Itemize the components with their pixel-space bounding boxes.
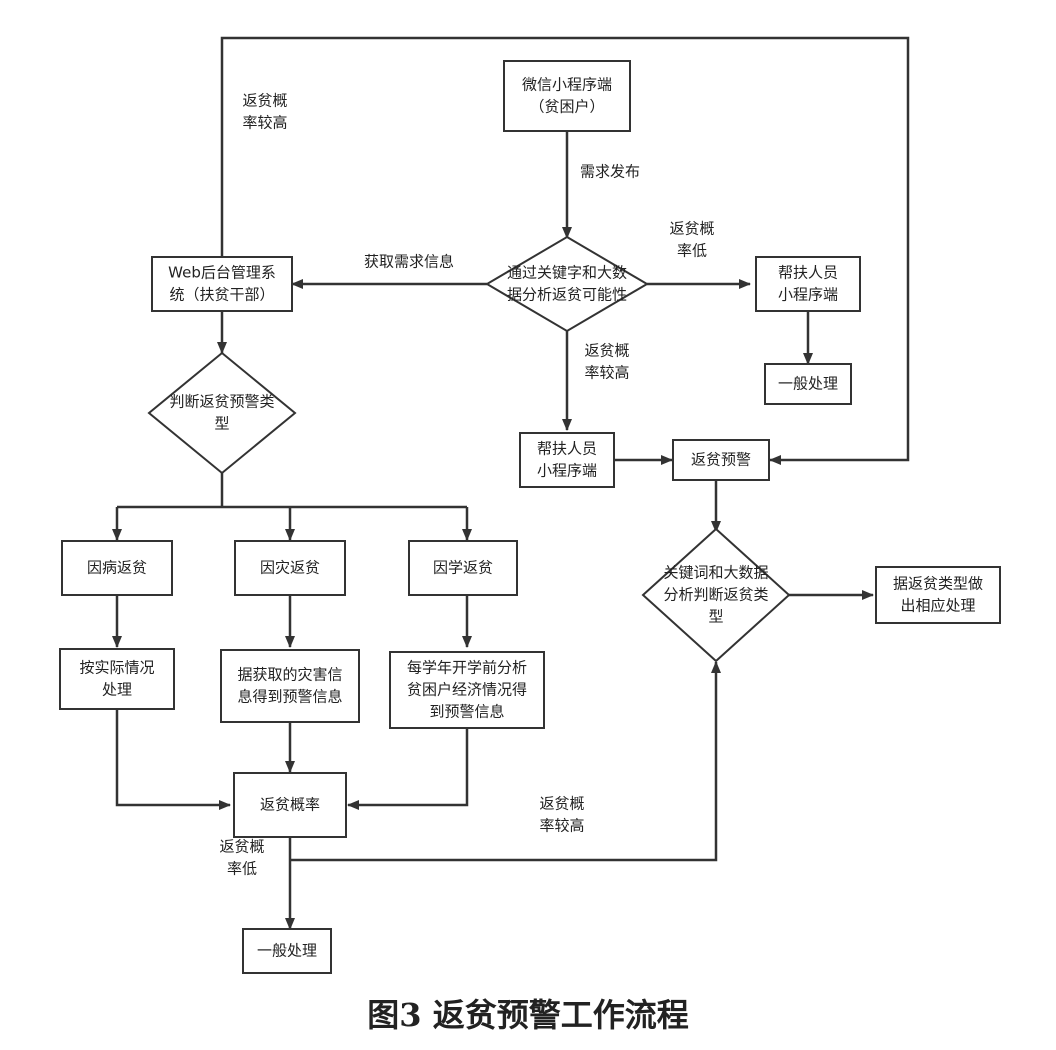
- node-general-bottom-label: 一般处理: [257, 942, 317, 960]
- node-helper-app-mid-box: [519, 432, 615, 488]
- node-disaster-info-label: 据获取的灾害信息得到预警信息: [237, 666, 342, 706]
- node-bigdata-decision-diamond: [641, 527, 791, 663]
- node-web-backend-box: [151, 256, 293, 312]
- node-analyze-decision-label: 通过关键字和大数据分析返贫可能性: [507, 264, 627, 304]
- node-semester-box: [389, 651, 545, 729]
- node-handle-by-type-label: 据返贫类型做出相应处理: [893, 575, 983, 615]
- node-helper-app-right-label: 帮扶人员小程序端: [778, 264, 838, 304]
- node-analyze-decision-diamond: [485, 235, 649, 333]
- node-semester-label: 每学年开学前分析贫困户经济情况得到预警信息: [407, 659, 527, 721]
- node-warning-label: 返贫预警: [691, 451, 751, 469]
- node-general-right-box: [764, 363, 852, 405]
- node-judge-type-diamond: [147, 351, 297, 475]
- node-general-right-label: 一般处理: [778, 375, 838, 393]
- node-actual-box: [59, 648, 175, 710]
- node-web-backend-label: Web后台管理系统（扶贫干部）: [168, 264, 276, 304]
- node-study-label: 因学返贫: [433, 559, 493, 577]
- node-warning-box: [672, 439, 770, 481]
- node-probability-box: [233, 772, 347, 838]
- node-disaster-box: [234, 540, 346, 596]
- node-wechat-app-label: 微信小程序端（贫困户）: [522, 76, 612, 116]
- node-judge-type-label: 判断返贫预警类型: [169, 393, 274, 433]
- edge-label-publish: 需求发布: [580, 163, 640, 181]
- node-handle-by-type-box: [875, 566, 1001, 624]
- node-bigdata-decision-label: 关键词和大数据分析判断返贫类型: [663, 564, 768, 626]
- edge-semester-prob: [347, 728, 469, 810]
- edge-high-loop: [220, 36, 910, 465]
- edge-label-low-bottom: 返贫概率低: [219, 838, 264, 878]
- node-helper-app-right-box: [755, 256, 861, 312]
- node-disaster-label: 因灾返贫: [260, 559, 320, 577]
- node-study-box: [408, 540, 518, 596]
- node-helper-app-mid-label: 帮扶人员小程序端: [537, 440, 597, 480]
- edge-label-high-left: 返贫概率较高: [242, 92, 287, 132]
- edge-label-get-info: 获取需求信息: [364, 253, 454, 271]
- node-probability-label: 返贫概率: [260, 796, 320, 814]
- edge-high-bottom: [290, 661, 721, 862]
- node-illness-box: [61, 540, 173, 596]
- node-wechat-app-box: [503, 60, 631, 132]
- node-disaster-info-box: [220, 649, 360, 723]
- edge-label-high-bottom: 返贫概率较高: [539, 795, 584, 835]
- figure-caption: 图3 返贫预警工作流程: [367, 996, 689, 1034]
- edge-label-low-right: 返贫概率低: [669, 220, 714, 260]
- node-general-bottom-box: [242, 928, 332, 974]
- edge-label-high-mid: 返贫概率较高: [584, 342, 629, 382]
- edge-actual-prob: [115, 709, 231, 810]
- node-illness-label: 因病返贫: [87, 559, 147, 577]
- node-actual-label: 按实际情况处理: [79, 659, 154, 699]
